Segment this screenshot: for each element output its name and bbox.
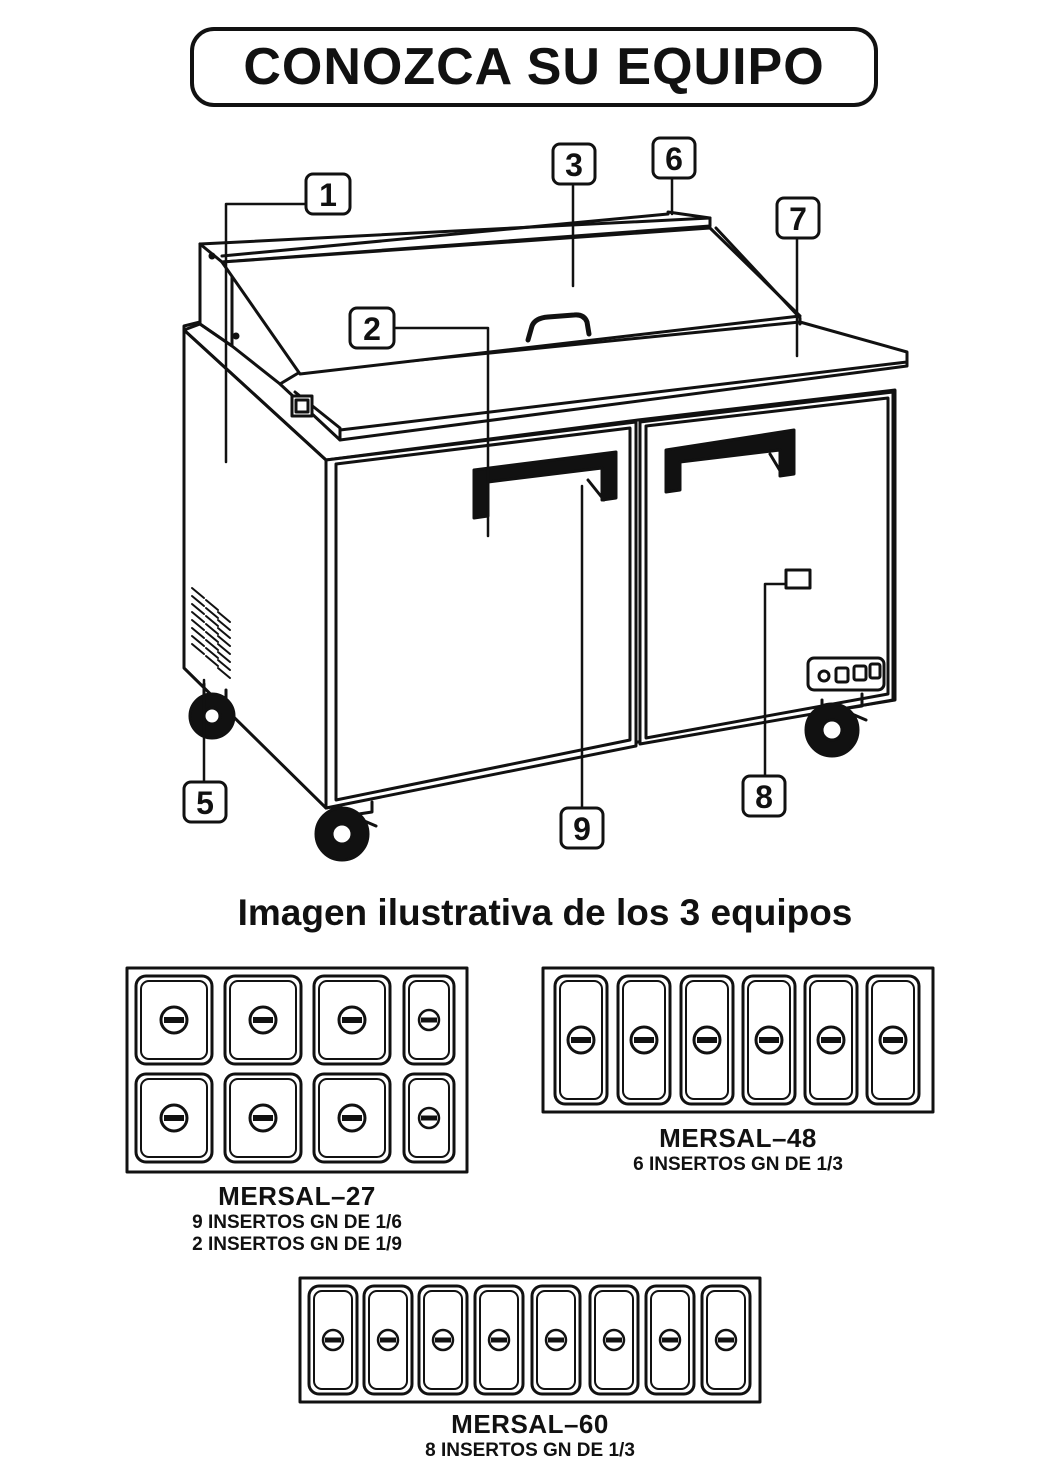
callout-label: 5 — [196, 785, 214, 821]
insert-row-top — [134, 974, 456, 1066]
model-mersal-60-caption: MERSAL–60 8 INSERTOS GN DE 1/3 — [300, 1409, 760, 1462]
caster-front-right — [804, 692, 868, 758]
callout-7: 7 — [775, 196, 821, 240]
model-name: MERSAL–48 — [659, 1123, 817, 1153]
insert-layout-mersal-48 — [541, 966, 935, 1114]
callout-label: 1 — [319, 177, 337, 213]
model-desc-line: 2 INSERTOS GN DE 1/9 — [192, 1233, 402, 1255]
callout-leaders — [202, 176, 799, 810]
callout-label: 7 — [789, 201, 807, 237]
model-desc-line: 6 INSERTOS GN DE 1/3 — [633, 1153, 843, 1175]
callout-8: 8 — [741, 774, 787, 818]
callout-5: 5 — [182, 780, 228, 824]
model-name: MERSAL–27 — [218, 1181, 376, 1211]
callout-3: 3 — [551, 142, 597, 186]
insert-layout-mersal-60 — [298, 1276, 762, 1404]
caster-front-left — [314, 800, 378, 862]
model-name: MERSAL–60 — [451, 1409, 609, 1439]
page-title: CONOZCA SU EQUIPO — [243, 38, 825, 96]
callout-label: 2 — [363, 311, 381, 347]
insert-row-bottom — [134, 1072, 456, 1164]
title-banner: CONOZCA SU EQUIPO — [190, 27, 878, 107]
callout-label: 3 — [565, 147, 583, 183]
vent-grille — [191, 587, 231, 679]
callout-2: 2 — [348, 306, 396, 350]
illustration-caption: Imagen ilustrativa de los 3 equipos — [237, 892, 853, 933]
callout-label: 9 — [573, 811, 591, 847]
insert-layout-mersal-27 — [125, 966, 469, 1174]
callout-9: 9 — [559, 806, 605, 850]
model-desc-line: 9 INSERTOS GN DE 1/6 — [192, 1211, 402, 1233]
callout-6: 6 — [651, 136, 697, 180]
model-mersal-27-caption: MERSAL–27 9 INSERTOS GN DE 1/6 2 INSERTO… — [127, 1181, 467, 1256]
model-mersal-48-caption: MERSAL–48 6 INSERTOS GN DE 1/3 — [543, 1123, 933, 1176]
model-desc-line: 8 INSERTOS GN DE 1/3 — [425, 1439, 635, 1461]
refrigerator-illustration — [182, 210, 909, 862]
callout-1: 1 — [304, 172, 352, 216]
callout-label: 8 — [755, 779, 773, 815]
callout-label: 6 — [665, 141, 683, 177]
